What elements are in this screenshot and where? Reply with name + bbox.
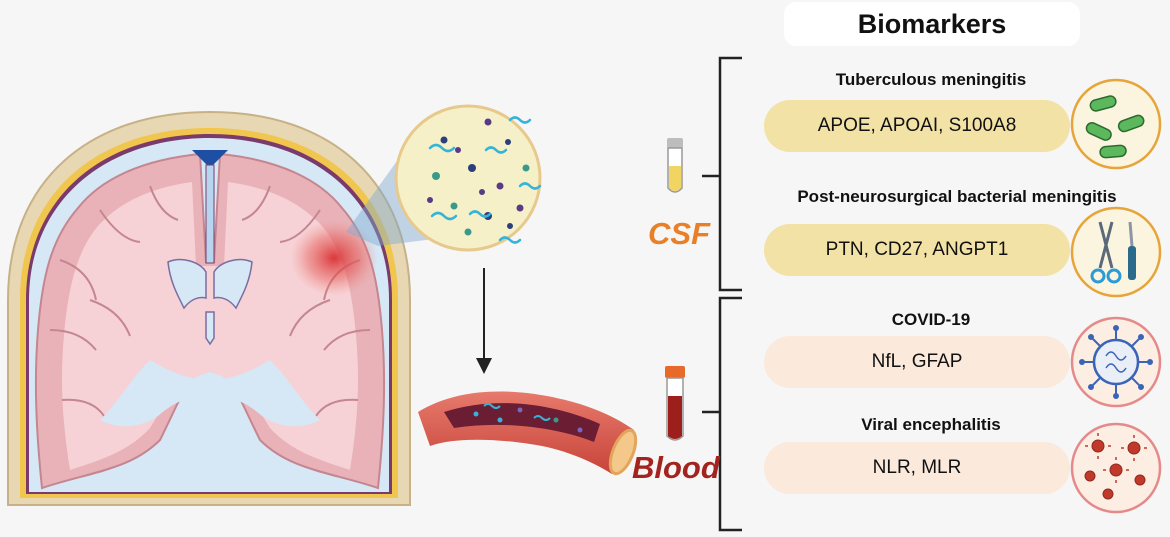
vessel-wall [418,391,634,474]
lateral-ventricles [167,258,253,310]
biomarker-list: NLR, MLR [872,457,962,478]
inflammation-spot [290,220,378,296]
bacteria-icon [1070,78,1162,170]
csf-particles [427,116,542,244]
vessel-lumen [444,403,600,442]
csf-label: CSF [648,216,710,251]
blood-label: Blood [632,450,720,485]
blood-bracket [702,296,742,532]
biomarker-box-viral-encephalitis: NLR, MLR [764,442,1070,494]
csf-zoom-circle [394,104,542,252]
surgical-instruments-icon [1070,206,1162,298]
disease-label-post-neurosurgical: Post-neurosurgical bacterial meningitis [797,187,1117,206]
falx-cerebri [205,164,215,264]
blood-tube-icon [665,366,685,441]
vessel-opening [608,428,638,476]
brackets [702,56,742,532]
biomarkers-header: Biomarkers [784,2,1080,46]
disease-label-viral-encephalitis: Viral encephalitis [861,415,1001,434]
biomarker-list: PTN, CD27, ANGPT1 [825,239,1009,260]
biomarker-list: APOE, APOAI, S100A8 [817,115,1017,136]
csf-tube-icon [667,138,683,193]
coronavirus-icon [1070,316,1162,408]
biomarkers-title: Biomarkers [857,9,1007,39]
biomarker-box-post-neurosurgical: PTN, CD27, ANGPT1 [764,224,1070,276]
biomarker-box-covid-19: NfL, GFAP [764,336,1070,388]
blood-vessel [418,391,638,476]
third-ventricle [205,311,215,346]
csf-bracket [702,56,742,292]
disease-label-tuberculous-meningitis: Tuberculous meningitis [835,70,1027,89]
inferior-csf-space [100,360,320,427]
blood-particles [473,403,583,433]
biomarker-box-tuberculous-meningitis: APOE, APOAI, S100A8 [764,100,1070,152]
biomarker-list: NfL, GFAP [871,351,963,372]
brain-cross-section [7,110,411,506]
zoom-callout [346,104,542,374]
down-arrow-head [476,358,492,374]
disease-label-covid-19: COVID-19 [891,310,971,329]
superior-sagittal-sinus [192,150,228,168]
virus-particles-icon [1070,422,1162,514]
